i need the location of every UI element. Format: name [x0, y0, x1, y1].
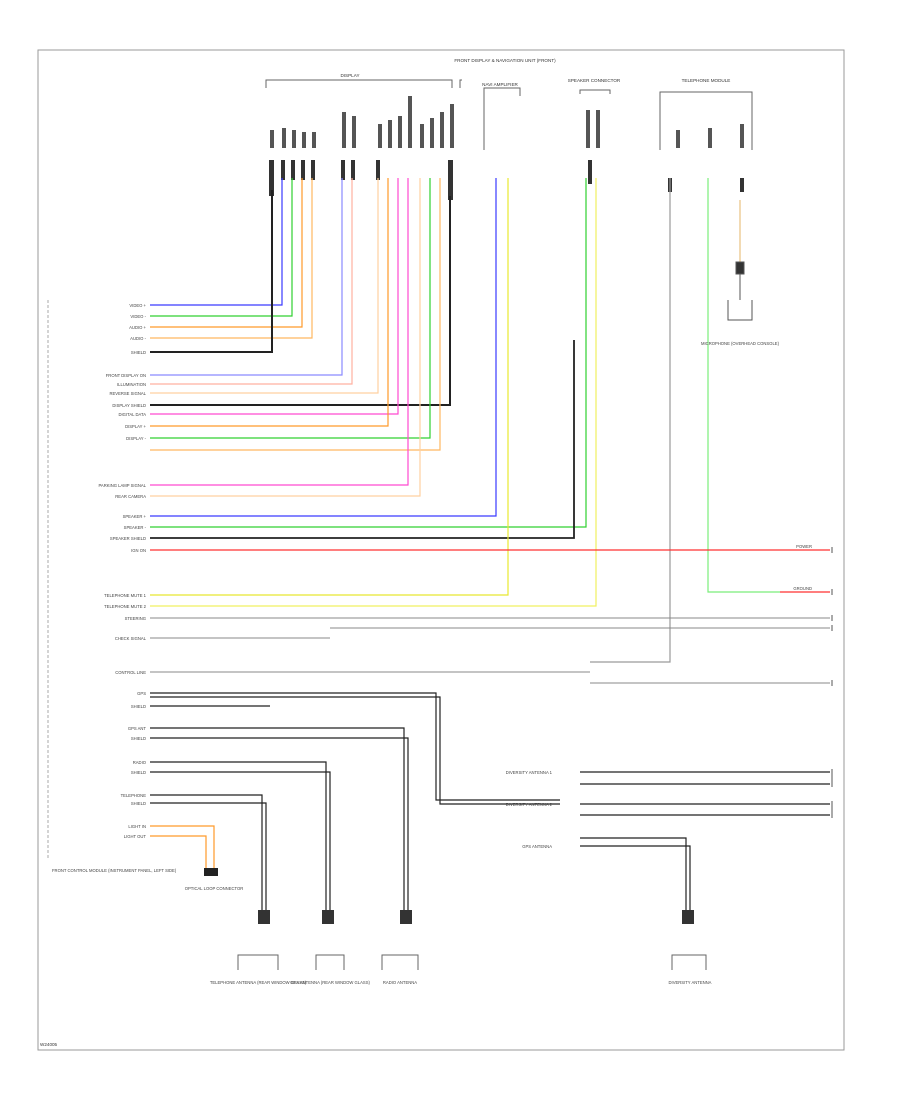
optical-wires	[150, 825, 215, 872]
wire-display-plus	[150, 178, 389, 427]
optical-connector-label: OPTICAL LOOP CONNECTOR	[185, 886, 244, 891]
antenna-plugs	[258, 910, 694, 924]
right-label-diversity-2: DIVERSITY ANTENNA 2	[506, 802, 553, 807]
wire-parking	[150, 178, 441, 451]
connector-pin-labels	[270, 96, 744, 148]
microphone-label: MICROPHONE (OVERHEAD CONSOLE)	[701, 341, 780, 346]
telephone-module-title: TELEPHONE MODULE	[682, 78, 731, 83]
wire-video-minus	[150, 178, 293, 317]
radio-antenna-label: RADIO ANTENNA	[383, 980, 417, 985]
wire-phone-green	[707, 178, 780, 593]
connector-terminals	[269, 160, 744, 200]
wire-reverse	[150, 178, 379, 394]
left-pin-labels: VIDEO + VIDEO - AUDIO + AUDIO - SHIELD F…	[98, 303, 146, 839]
wire-illumination	[150, 178, 353, 385]
wire-digital	[150, 178, 399, 415]
pin-label: TELEPHONE MUTE 1	[104, 593, 147, 598]
wire-speaker-plus	[150, 178, 497, 517]
footer-code: W24005	[40, 1042, 58, 1047]
pin-label: VIDEO -	[130, 314, 146, 319]
wire-speaker-minus	[150, 178, 587, 528]
wire-display-minus	[150, 178, 431, 439]
coax-bundles	[150, 692, 830, 915]
wire-speaker-shield	[150, 340, 575, 539]
right-label-ground: GROUND	[793, 586, 812, 591]
pin-label: DISPLAY +	[125, 424, 146, 429]
diagram-frame	[37, 49, 845, 1051]
wire-rear-cam-1	[150, 178, 409, 486]
main-unit-title: FRONT DISPLAY & NAVIGATION UNIT (FRONT)	[454, 58, 556, 63]
wire-rear-cam-2	[150, 178, 421, 497]
pin-label: AUDIO -	[130, 336, 146, 341]
pin-label: CHECK SIGNAL	[115, 636, 147, 641]
wire-audio-minus	[150, 178, 313, 339]
diversity-antenna-label: DIVERSITY ANTENNA	[669, 980, 712, 985]
pin-label: PARKING LAMP SIGNAL	[98, 483, 146, 488]
wire-mute-yellow-1	[150, 178, 509, 596]
header-modules	[265, 79, 753, 150]
pin-label: LIGHT IN	[128, 824, 146, 829]
pin-label: CONTROL LINE	[115, 670, 146, 675]
right-label-diversity-1: DIVERSITY ANTENNA 1	[506, 770, 553, 775]
pin-label: VIDEO +	[129, 303, 146, 308]
pin-label: SHIELD	[131, 736, 146, 741]
main-module-label: FRONT CONTROL MODULE (INSTRUMENT PANEL, …	[52, 868, 177, 873]
pin-label: TELEPHONE	[121, 793, 147, 798]
pin-label: DISPLAY SHIELD	[112, 403, 146, 408]
wire-mute-yellow-2	[150, 178, 597, 607]
pin-label: SHIELD	[131, 801, 146, 806]
gps-antenna-label: GPS ANTENNA (REAR WINDOW GLASS)	[290, 980, 370, 985]
pin-label: RADIO	[133, 760, 147, 765]
wire-phone-gray	[590, 178, 671, 663]
pin-label: FRONT DISPLAY ON	[106, 373, 146, 378]
navi-amp-title: NAVI AMPLIFIER	[482, 82, 518, 87]
pin-label: SHIELD	[131, 770, 146, 775]
pin-label: GPS ANT	[128, 726, 147, 731]
pin-label: SHIELD	[131, 704, 146, 709]
right-label-power: POWER	[796, 544, 812, 549]
vertical-wires	[150, 178, 780, 663]
pin-label: DISPLAY -	[126, 436, 146, 441]
pin-label: AUDIO +	[129, 325, 146, 330]
pin-label: GPS	[137, 691, 146, 696]
pin-label: SHIELD	[131, 350, 146, 355]
wire-audio-plus	[150, 178, 303, 328]
microphone-symbol	[727, 261, 753, 321]
pin-label: REAR CAMERA	[115, 494, 146, 499]
right-label-gps-ant: GPS ANTENNA	[522, 844, 552, 849]
optical-connector-plug	[204, 868, 218, 876]
pin-label: STEERING	[125, 616, 146, 621]
wire-display-shield	[150, 196, 451, 406]
pin-label: TELEPHONE MUTE 2	[104, 604, 147, 609]
pin-label: ILLUMINATION	[117, 382, 146, 387]
antenna-boxes	[237, 954, 707, 970]
speaker-connector-title: SPEAKER CONNECTOR	[568, 78, 621, 83]
pin-label: IGN ON	[131, 548, 146, 553]
pin-label: SPEAKER SHIELD	[110, 536, 146, 541]
telephone-antenna-label: TELEPHONE ANTENNA (REAR WINDOW GLASS)	[210, 980, 307, 985]
wire-display-on	[150, 178, 343, 376]
pin-label: REVERSE SIGNAL	[109, 391, 146, 396]
pin-label: LIGHT OUT	[124, 834, 147, 839]
pin-label: SPEAKER -	[124, 525, 147, 530]
display-subgroup-title: DISPLAY	[340, 73, 359, 78]
pin-label: DIGITAL DATA	[118, 412, 146, 417]
wire-video-plus	[150, 178, 283, 306]
pin-label: SPEAKER +	[123, 514, 147, 519]
wire-shield-black	[150, 190, 273, 353]
